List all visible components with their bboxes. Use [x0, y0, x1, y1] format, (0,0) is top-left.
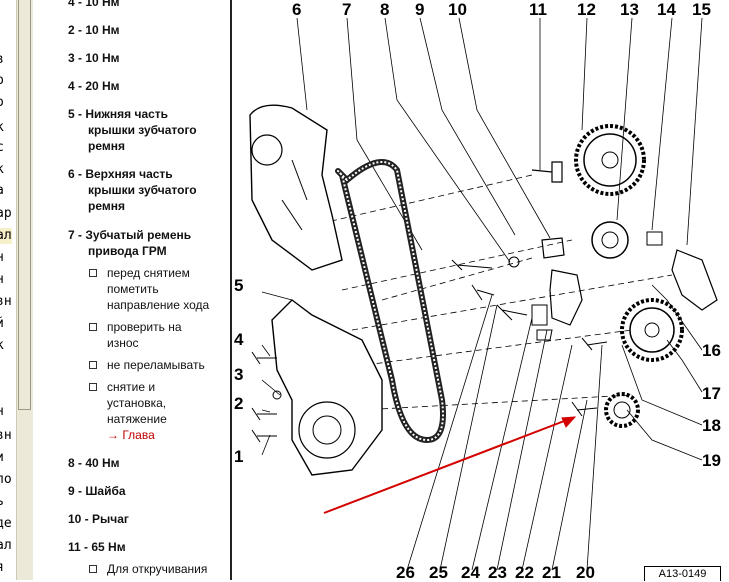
callout-10: 10	[448, 0, 467, 19]
callout-20: 20	[576, 563, 595, 582]
bullet-square-icon	[89, 383, 97, 391]
legend-item: 3 - 10 Нм	[68, 51, 120, 65]
left-fragment: ло	[0, 472, 12, 487]
bullet-square-icon	[89, 269, 97, 277]
diagram-drawing	[249, 17, 718, 571]
callout-24: 24	[461, 563, 480, 582]
callout-13: 13	[620, 0, 639, 19]
left-fragment: о	[0, 95, 4, 111]
left-fragment: ь	[0, 494, 4, 510]
left-fragment: ал	[0, 538, 12, 553]
callout-6: 6	[292, 0, 302, 19]
exploded-diagram: 6 7 8 9 10 11 12 13 14 15 5 4 3 2 1 16 1…	[232, 0, 729, 582]
legend-item-cont: ремня	[88, 139, 125, 153]
callout-26: 26	[396, 563, 415, 582]
left-fragment: с	[0, 140, 4, 156]
chapter-link[interactable]: → Глава	[107, 428, 155, 442]
left-fragment-highlighted: ал	[0, 228, 12, 244]
callout-15: 15	[692, 0, 711, 19]
left-fragment: де	[0, 516, 12, 531]
callout-4: 4	[234, 330, 244, 349]
legend-item: 2 - 10 Нм	[68, 23, 120, 37]
left-fragment: к	[0, 120, 4, 136]
left-fragment: я	[0, 560, 4, 576]
legend-item: 8 - 40 Нм	[68, 456, 120, 470]
legend-item: 6 - Верхняя часть	[68, 167, 173, 181]
legend-text-pane: 4 - 10 Нм 2 - 10 Нм 3 - 10 Нм 4 - 20 Нм …	[33, 0, 231, 580]
figure-id: A13-0149	[644, 566, 721, 581]
note-item: снятие и установка, натяжение → Глава	[89, 379, 229, 443]
legend-item: 7 - Зубчатый ремень	[68, 228, 192, 242]
legend-item-cont: крышки зубчатого	[88, 123, 197, 137]
legend-item: 9 - Шайба	[68, 484, 126, 498]
callout-11: 11	[529, 0, 547, 19]
bullet-square-icon	[89, 323, 97, 331]
callout-3: 3	[234, 365, 244, 384]
scrollbar-thumb[interactable]	[18, 0, 31, 410]
left-fragment: и	[0, 450, 4, 466]
pane-divider	[230, 0, 232, 580]
callout-17: 17	[702, 384, 721, 403]
legend-item-cont: крышки зубчатого	[88, 183, 197, 197]
left-fragment: вн	[0, 294, 12, 309]
bullet-square-icon	[89, 361, 97, 369]
left-fragment: а	[0, 183, 4, 199]
callout-16: 16	[702, 341, 721, 360]
note-item: перед снятием пометить направление хода	[89, 265, 229, 313]
left-fragment: в	[0, 52, 4, 68]
callout-9: 9	[415, 0, 425, 19]
callout-2: 2	[234, 394, 244, 413]
left-fragment: й	[0, 316, 4, 332]
note-item: проверить на износ	[89, 319, 229, 351]
left-fragment: н	[0, 404, 4, 420]
left-fragment: к	[0, 162, 4, 178]
callout-5: 5	[234, 276, 244, 295]
legend-item: 10 - Рычаг	[68, 512, 129, 526]
legend-item-cont: привода ГРМ	[88, 244, 167, 258]
legend-item: 4 - 20 Нм	[68, 79, 120, 93]
left-fragment: р	[0, 73, 4, 89]
left-pane-clipped-text: в р о к с к а ар ал н н вн й к н вн и ло…	[0, 0, 16, 580]
callout-19: 19	[702, 451, 721, 470]
legend-item: 5 - Нижняя часть	[68, 107, 169, 121]
callout-25: 25	[429, 563, 448, 582]
note-item: не переламывать	[89, 357, 229, 373]
callout-23: 23	[488, 563, 507, 582]
callout-7: 7	[342, 0, 352, 19]
leader-lines	[261, 17, 703, 571]
callout-18: 18	[702, 416, 721, 435]
callout-21: 21	[542, 563, 561, 582]
legend-item-cont: ремня	[88, 199, 125, 213]
bullet-square-icon	[89, 565, 97, 573]
callout-22: 22	[515, 563, 534, 582]
left-fragment: н	[0, 272, 4, 288]
callout-1: 1	[234, 447, 244, 466]
left-fragment: к	[0, 338, 4, 354]
callout-14: 14	[657, 0, 676, 19]
callout-12: 12	[577, 0, 596, 19]
callout-8: 8	[380, 0, 390, 19]
left-fragment: н	[0, 250, 4, 266]
legend-item: 4 - 10 Нм	[68, 0, 120, 9]
left-fragment: вн	[0, 428, 12, 443]
note-item: Для откручивания	[89, 561, 229, 577]
left-fragment: ар	[0, 206, 12, 221]
legend-item: 11 - 65 Нм	[68, 540, 126, 554]
